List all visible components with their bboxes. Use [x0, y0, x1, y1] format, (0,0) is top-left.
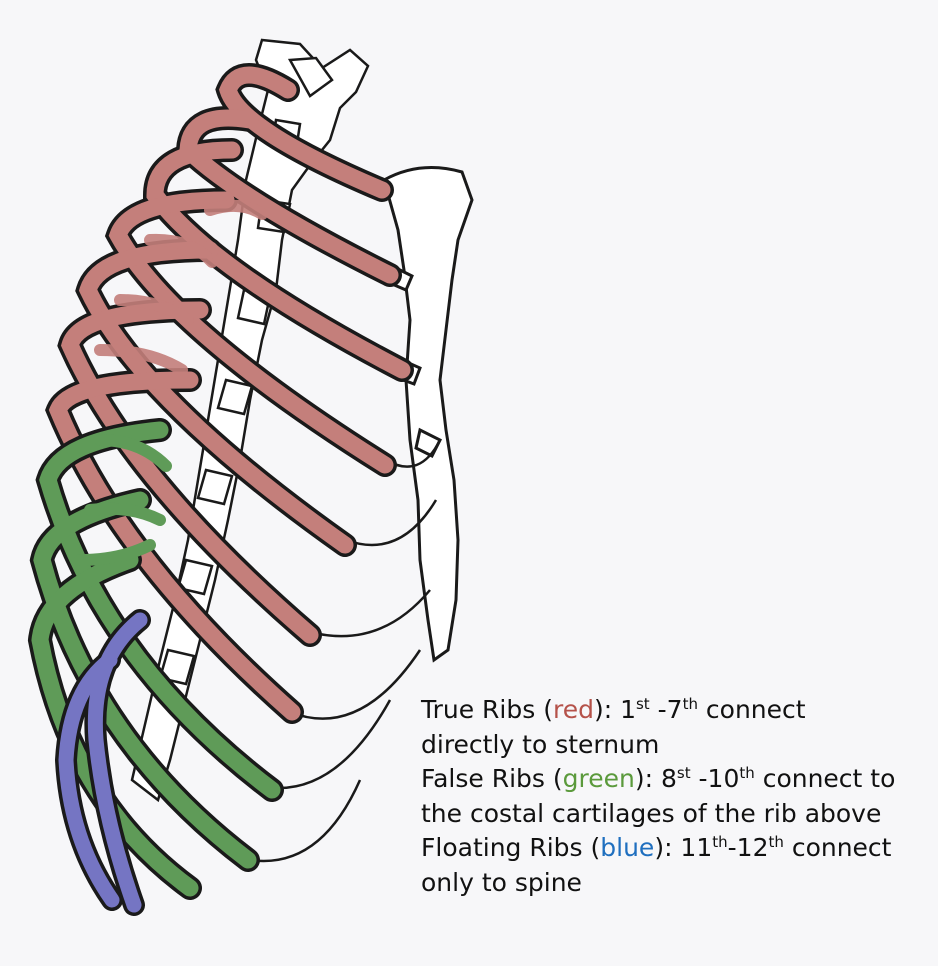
false-ribs-fill	[31, 421, 281, 897]
false-ribs-caption-line2: the costal cartilages of the rib above	[421, 798, 882, 828]
false-ribs-rear	[74, 434, 172, 566]
floating-ribs-caption-line2: only to spine	[421, 867, 582, 897]
true-ribs-fill	[48, 66, 411, 721]
sternum	[382, 166, 474, 663]
green-color-word: green	[562, 764, 635, 793]
blue-color-word: blue	[600, 833, 655, 862]
true-ribs-rear	[94, 199, 268, 376]
true-ribs-caption: True Ribs (red): 1st -7th connect	[421, 695, 806, 724]
floating-ribs-caption: Floating Ribs (blue): 11th-12th connect	[421, 833, 892, 862]
false-ribs-caption: False Ribs (green): 8st -10th connect to	[421, 764, 896, 793]
rib-legend-caption: True Ribs (red): 1st -7th connect direct…	[421, 693, 931, 900]
floating-ribs-fill	[58, 612, 148, 913]
red-color-word: red	[552, 695, 594, 724]
true-ribs-caption-line2: directly to sternum	[421, 729, 660, 759]
